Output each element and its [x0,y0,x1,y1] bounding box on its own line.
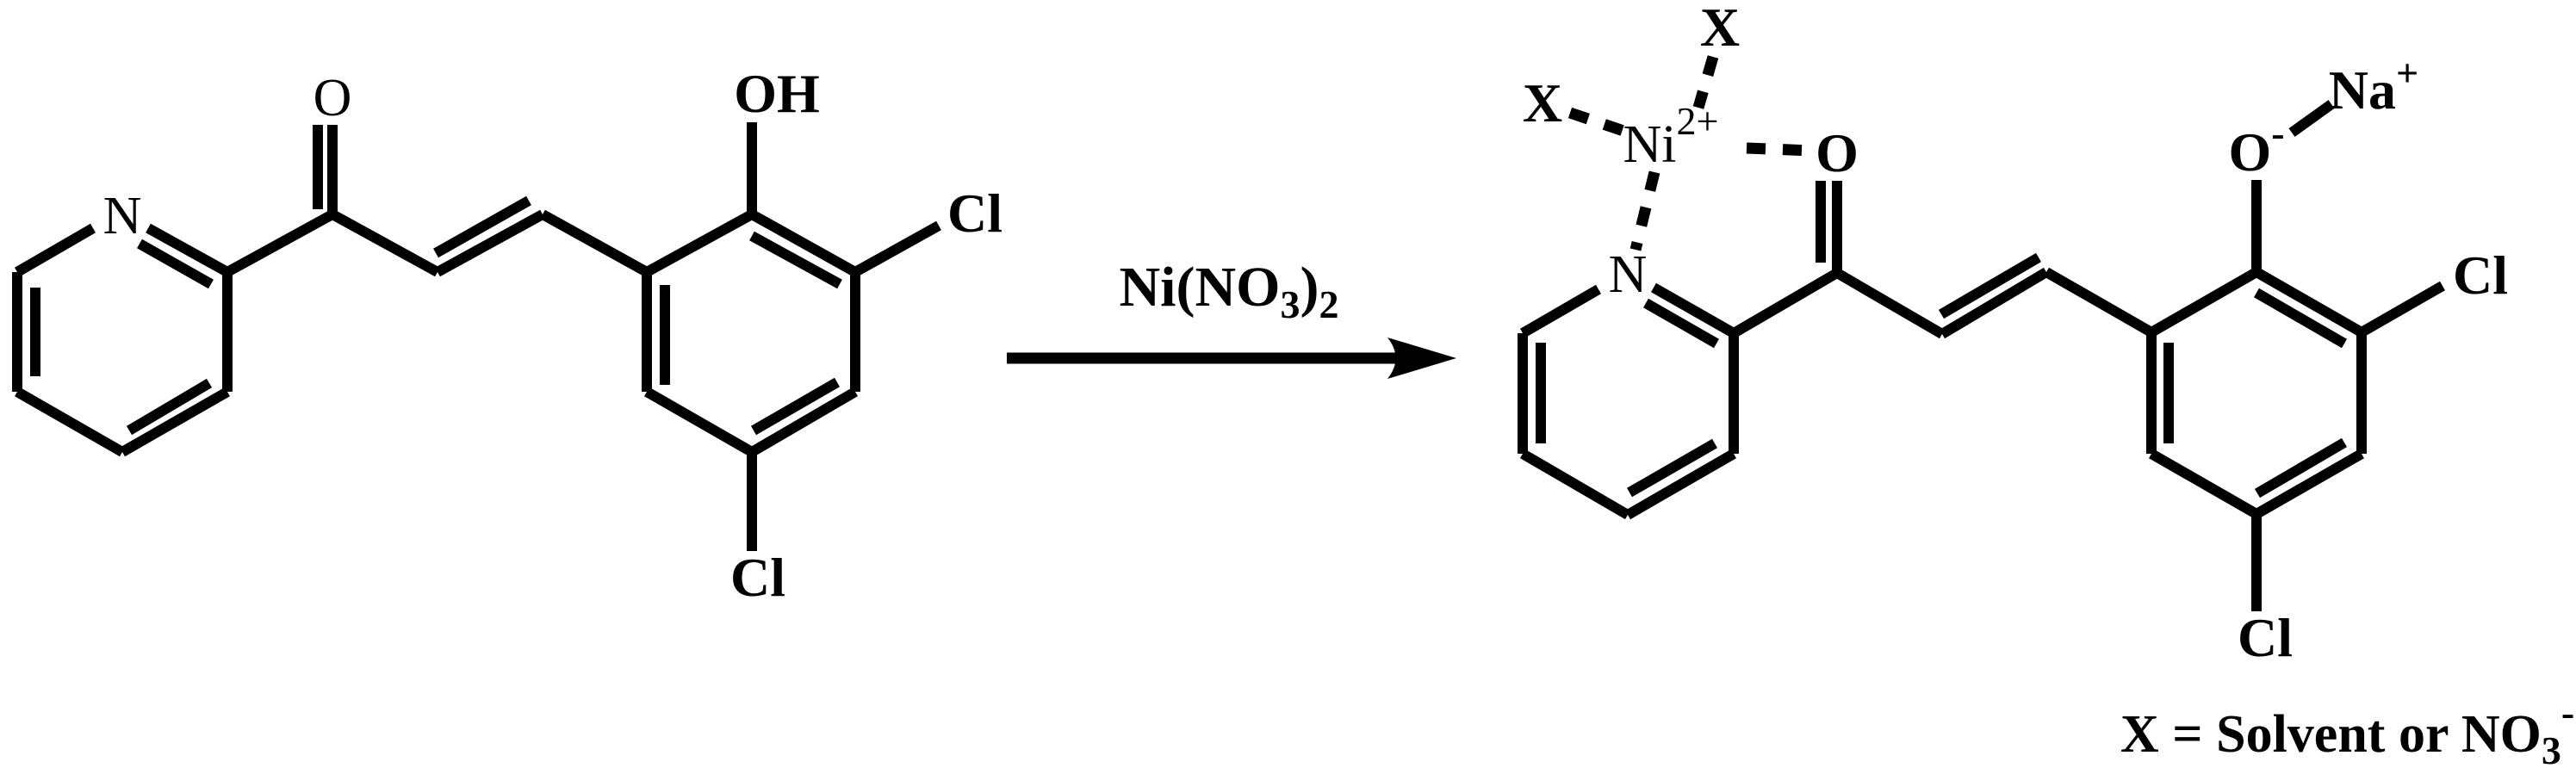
product-complex: N O O- Na+ Cl Cl [1518,0,2508,668]
nickel-coordination: Ni2+ X X [1523,0,1812,251]
reactant-carbonyl-o-label: O [313,69,352,127]
product-cl-ortho-label: Cl [2453,245,2508,306]
reactant-pyridine-n-label: N [103,187,142,245]
coordination-bond-carbonyl-o [1746,142,1812,157]
product-pyridine-ring [1518,282,1739,520]
product-pyridine-n-label: N [1609,245,1648,304]
coordination-bond-pyridine-n [1629,170,1660,251]
arrowhead-icon [1387,338,1456,379]
reagent-label: Ni(NO3)2 [1120,256,1339,326]
reactant-phenol-ring [642,209,860,457]
reactant-cl-ortho-label: Cl [947,183,1002,244]
ligand-x-left-label: X [1523,72,1562,133]
counterion-label: Na+ [2329,51,2418,121]
coordination-bond-x-top [1692,55,1719,109]
reactant-pyridine-ring [12,223,233,457]
ligand-definition-legend: X = Solvent or NO3- [2120,691,2574,768]
reaction-arrow [1007,338,1456,379]
reactant-cl-para-label: Cl [730,547,785,608]
reactant-hydroxyl-label: OH [734,63,820,124]
product-cl-para-label: Cl [2238,607,2293,668]
product-carbonyl-o-label: O [1816,122,1859,183]
product-phenoxide-ring [2146,267,2367,519]
ligand-x-top-label: X [1700,0,1740,58]
reactant-molecule: N O OH Cl Cl [12,63,1002,608]
coordination-bond-x-left [1567,107,1636,140]
product-phenoxide-o-label: O- [2228,111,2284,183]
nickel-label: Ni2+ [1623,99,1719,174]
